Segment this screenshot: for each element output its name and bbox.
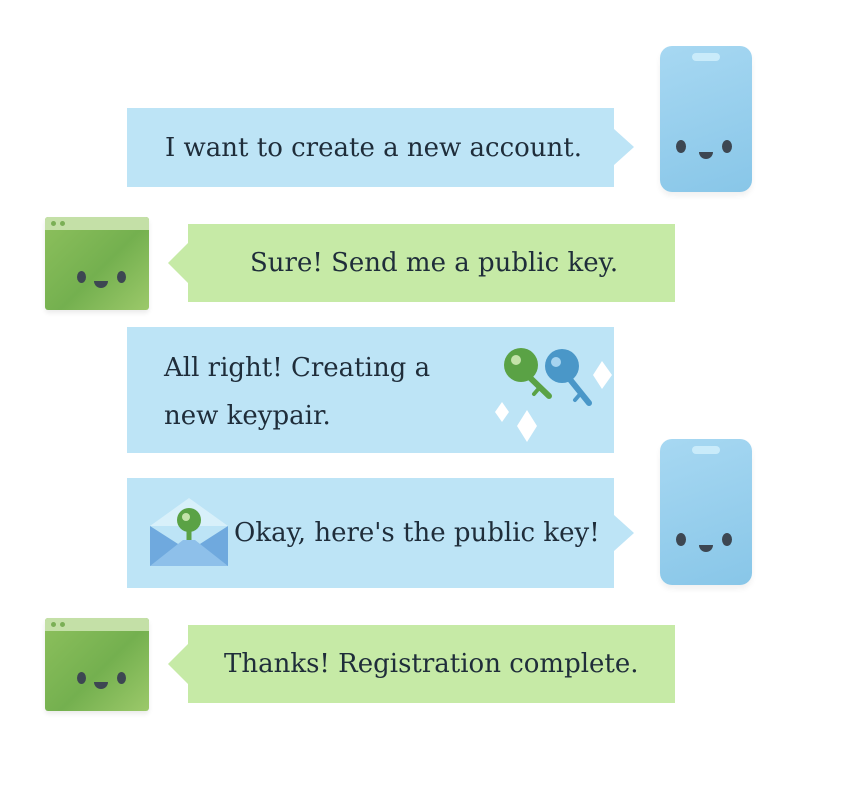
message-text-1: I want to create a new account. (165, 132, 582, 163)
mouth (94, 682, 108, 689)
eye-left (77, 271, 86, 283)
window-titlebar (45, 217, 149, 230)
sparkle-icon (517, 410, 537, 442)
eye-left (676, 533, 686, 546)
phone-character-icon (660, 46, 752, 192)
eye-right (117, 271, 126, 283)
green-key-icon (504, 348, 552, 399)
window-dot (51, 221, 56, 226)
phone-character-icon (660, 439, 752, 585)
message-text-4: Okay, here's the public key! (234, 518, 600, 548)
message-line-2: new keypair. (164, 401, 331, 431)
message-bubble-3: All right! Creating a new keypair. (127, 327, 614, 453)
server-window-icon (45, 618, 149, 711)
mouth (94, 281, 108, 288)
window-dot (60, 221, 65, 226)
message-text-2: Sure! Send me a public key. (250, 248, 619, 278)
window-titlebar (45, 618, 149, 631)
message-text-5: Thanks! Registration complete. (224, 649, 639, 679)
bubble-tail (614, 129, 634, 165)
bubble-tail (168, 243, 188, 283)
phone-speaker (692, 53, 720, 61)
eye-right (117, 672, 126, 684)
phone-speaker (692, 446, 720, 454)
blue-key-icon (545, 349, 592, 406)
message-bubble-1: I want to create a new account. (127, 108, 634, 187)
window-dot (60, 622, 65, 627)
message-text-3: All right! Creating a new keypair. (164, 344, 430, 440)
sparkle-icon (593, 361, 612, 389)
eye-right (722, 140, 732, 153)
eye-left (676, 140, 686, 153)
bubble-tail (168, 644, 188, 684)
key-head (177, 508, 201, 532)
sparkle-icon (495, 402, 509, 422)
server-window-icon (45, 217, 149, 310)
message-line-1: All right! Creating a (164, 353, 431, 383)
message-bubble-5: Thanks! Registration complete. (168, 625, 675, 703)
message-bubble-4: Okay, here's the public key! (127, 478, 634, 588)
message-bubble-2: Sure! Send me a public key. (168, 224, 675, 302)
keypair-icon (495, 348, 612, 442)
envelope-key-icon (150, 498, 228, 566)
mouth (699, 545, 713, 552)
bubble-tail (614, 515, 634, 551)
eye-right (722, 533, 732, 546)
mouth (699, 152, 713, 159)
eye-left (77, 672, 86, 684)
window-dot (51, 622, 56, 627)
